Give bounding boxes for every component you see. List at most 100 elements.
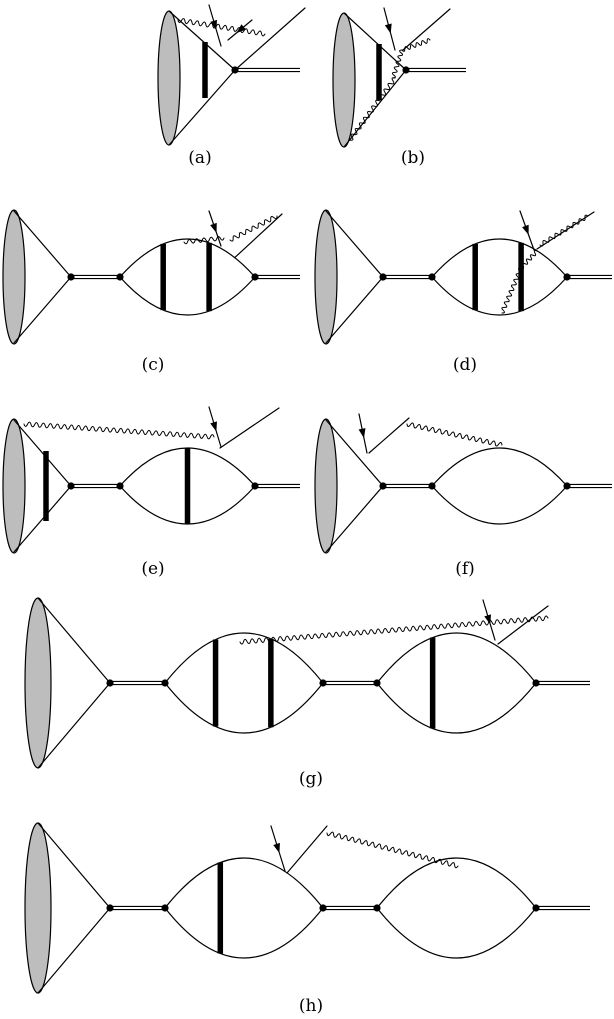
panel-label-f: (f) bbox=[455, 559, 475, 579]
panel-label-h: (h) bbox=[299, 996, 323, 1016]
loop-lower-arc bbox=[376, 907, 537, 959]
panel-d bbox=[314, 209, 612, 345]
loop-upper-arc bbox=[376, 632, 537, 684]
vertex-dot bbox=[67, 273, 75, 281]
hadron-blob bbox=[314, 209, 338, 345]
arrow-marker bbox=[210, 222, 217, 234]
panel-e bbox=[2, 406, 300, 554]
photon-line bbox=[229, 215, 278, 242]
vertex-dot bbox=[116, 482, 124, 490]
panel-f bbox=[314, 413, 612, 554]
photon-line bbox=[23, 421, 215, 440]
arrow-marker bbox=[484, 614, 491, 625]
photon-line bbox=[401, 38, 431, 52]
hadron-blob bbox=[332, 12, 356, 148]
hadron-blob bbox=[2, 209, 26, 345]
vertex-dot bbox=[231, 66, 239, 74]
loop-upper-arc bbox=[431, 238, 568, 278]
external-lepton-line bbox=[368, 417, 410, 454]
loop-lower-arc bbox=[431, 276, 568, 316]
photon-line bbox=[501, 267, 522, 314]
vertex-dot bbox=[379, 273, 387, 281]
arrow-marker bbox=[273, 842, 280, 854]
vertex-dot bbox=[67, 482, 75, 490]
panel-c bbox=[2, 209, 300, 345]
loop-upper-arc bbox=[119, 238, 256, 278]
fermion-line bbox=[325, 276, 384, 344]
panel-h bbox=[24, 822, 590, 994]
vertex-dot bbox=[251, 482, 259, 490]
arrow-marker bbox=[384, 23, 392, 34]
external-lepton-line bbox=[286, 825, 328, 874]
loop-upper-arc bbox=[376, 857, 537, 909]
vertex-dot bbox=[563, 482, 571, 490]
hadron-blob bbox=[24, 822, 52, 994]
fermion-line bbox=[168, 10, 236, 71]
fermion-line bbox=[234, 7, 306, 71]
external-lepton-line bbox=[234, 213, 283, 259]
photon-line bbox=[326, 831, 459, 869]
external-lepton-line bbox=[219, 407, 280, 449]
panel-a bbox=[157, 4, 306, 146]
hadron-blob bbox=[314, 418, 338, 554]
vertex-dot bbox=[373, 904, 381, 912]
panel-label-d: (d) bbox=[453, 355, 477, 375]
panel-g bbox=[24, 597, 590, 769]
fermion-line bbox=[168, 69, 236, 146]
arrow-marker bbox=[358, 428, 366, 439]
photon-line bbox=[183, 236, 225, 245]
photon-line bbox=[391, 49, 404, 79]
vertex-dot bbox=[106, 904, 114, 912]
vertex-dot bbox=[402, 66, 410, 74]
vertex-dot bbox=[116, 273, 124, 281]
photon-line bbox=[239, 615, 549, 645]
photon-line bbox=[520, 250, 538, 269]
vertex-dot bbox=[106, 679, 114, 687]
loop-lower-arc bbox=[164, 907, 324, 959]
fermion-line bbox=[13, 485, 72, 553]
external-lepton-line bbox=[497, 605, 549, 645]
vertex-dot bbox=[373, 679, 381, 687]
vertex-dot bbox=[161, 679, 169, 687]
photon-line bbox=[539, 214, 589, 247]
vertex-dot bbox=[563, 273, 571, 281]
arrow-marker bbox=[522, 224, 529, 236]
fermion-line bbox=[13, 419, 72, 487]
photon-line bbox=[177, 18, 266, 37]
fermion-line bbox=[37, 682, 111, 769]
vertex-dot bbox=[251, 273, 259, 281]
hadron-blob bbox=[157, 10, 181, 146]
panel-b bbox=[332, 7, 466, 148]
vertex-dot bbox=[319, 904, 327, 912]
arrow-marker bbox=[210, 421, 217, 432]
fermion-line bbox=[37, 822, 111, 909]
loop-upper-arc bbox=[164, 632, 324, 684]
fermion-line bbox=[325, 419, 384, 487]
vertex-dot bbox=[379, 482, 387, 490]
panel-label-c: (c) bbox=[142, 355, 165, 375]
hadron-blob bbox=[24, 597, 52, 769]
loop-upper-arc bbox=[164, 857, 324, 909]
panel-label-e: (e) bbox=[141, 559, 164, 579]
vertex-dot bbox=[161, 904, 169, 912]
external-lepton-line bbox=[402, 8, 451, 51]
panel-label-a: (a) bbox=[188, 148, 211, 168]
photon-line bbox=[406, 422, 503, 447]
loop-upper-arc bbox=[431, 447, 568, 487]
fermion-line bbox=[37, 597, 111, 684]
fermion-line bbox=[325, 485, 384, 553]
vertex-dot bbox=[428, 482, 436, 490]
vertex-dot bbox=[428, 273, 436, 281]
panel-label-g: (g) bbox=[299, 769, 323, 789]
loop-lower-arc bbox=[119, 276, 256, 316]
arrow-marker bbox=[210, 19, 218, 31]
vertex-dot bbox=[319, 679, 327, 687]
loop-lower-arc bbox=[376, 682, 537, 734]
external-lepton-line bbox=[536, 211, 595, 250]
arrow-marker bbox=[236, 24, 246, 34]
loop-lower-arc bbox=[164, 682, 324, 734]
panel-label-b: (b) bbox=[401, 148, 425, 168]
diagram-panels bbox=[2, 4, 612, 994]
fermion-line bbox=[37, 907, 111, 994]
